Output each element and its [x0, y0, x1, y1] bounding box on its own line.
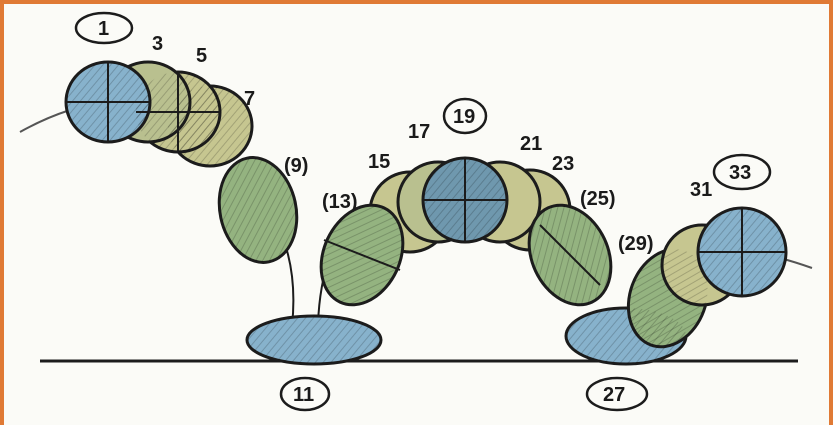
label-19: 19: [453, 106, 475, 128]
label-11: 11: [293, 384, 314, 406]
label-circle-33: [712, 153, 772, 191]
label-1: 1: [98, 18, 109, 40]
label-circle-19: [442, 97, 488, 135]
label-13: (13): [322, 191, 358, 213]
label-25: (25): [580, 188, 616, 210]
label-15: 15: [368, 151, 390, 173]
label-17: 17: [408, 121, 430, 143]
label-31: 31: [690, 179, 712, 201]
label-circle-27: [585, 376, 649, 412]
frame-labels: 1 3 5 7 (9) 11 (13) 15 17 19 21 23 (25) …: [74, 11, 772, 412]
label-3: 3: [152, 33, 163, 55]
label-27: 27: [603, 384, 625, 406]
label-7: 7: [244, 88, 255, 110]
label-21: 21: [520, 133, 542, 155]
hatch-overlays: [66, 62, 786, 364]
label-23: 23: [552, 153, 574, 175]
label-circle-1: [74, 11, 134, 45]
label-circle-11: [279, 376, 331, 412]
label-29: (29): [618, 233, 654, 255]
ball-crosslines: [66, 62, 786, 296]
label-5: 5: [196, 45, 207, 67]
trajectory-start: [19, 109, 71, 133]
label-33: 33: [729, 162, 751, 184]
label-9: (9): [284, 155, 308, 177]
